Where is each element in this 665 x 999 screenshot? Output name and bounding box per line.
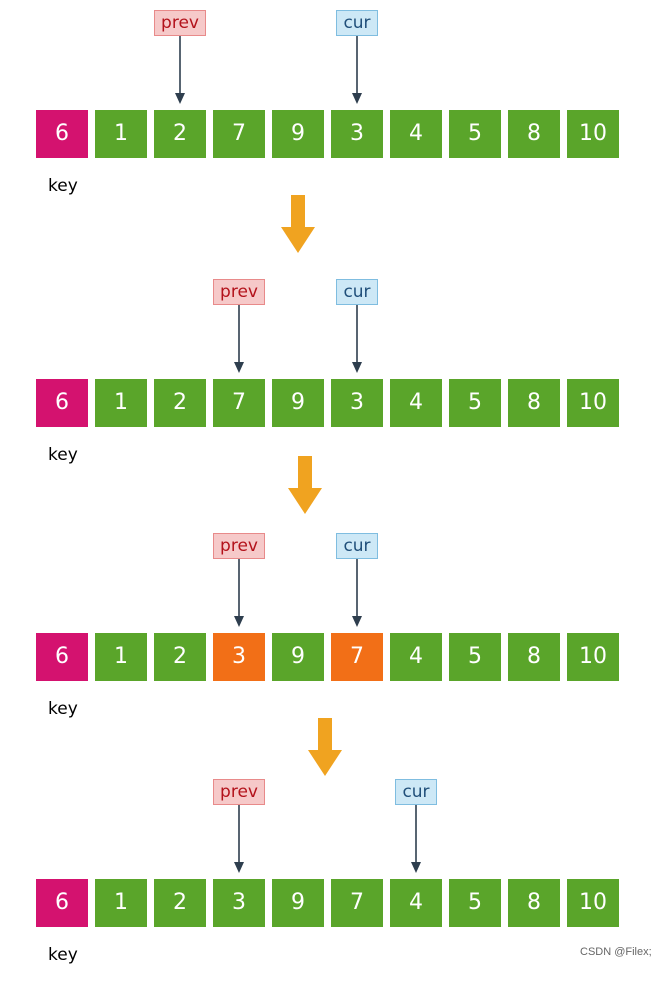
- array-cell: 2: [154, 110, 206, 158]
- cur-pointer-arrow: [352, 559, 362, 627]
- cur-pointer-label: cur: [395, 779, 437, 805]
- cur-pointer-label: cur: [336, 533, 378, 559]
- array-cell: 9: [272, 633, 324, 681]
- prev-pointer-arrow: [175, 36, 185, 104]
- prev-pointer-arrow: [234, 805, 244, 873]
- cur-pointer-label: cur: [336, 279, 378, 305]
- transition-arrow-icon: [308, 718, 342, 776]
- array-cell: 7: [331, 879, 383, 927]
- key-label: key: [48, 699, 78, 719]
- array-cell: 10: [567, 379, 619, 427]
- watermark: CSDN @Filex;: [580, 946, 652, 958]
- prev-pointer-label: prev: [213, 779, 265, 805]
- array-cell: 10: [567, 110, 619, 158]
- cur-pointer-arrow: [411, 805, 421, 873]
- array-cell: 5: [449, 110, 501, 158]
- cur-pointer-arrow: [352, 36, 362, 104]
- prev-pointer-arrow: [234, 559, 244, 627]
- array-cell: 8: [508, 379, 560, 427]
- key-cell: 6: [36, 379, 88, 427]
- transition-arrow-icon: [281, 195, 315, 253]
- prev-pointer-arrow: [234, 305, 244, 373]
- array-cell: 5: [449, 633, 501, 681]
- array-cell: 4: [390, 110, 442, 158]
- array-cell: 8: [508, 110, 560, 158]
- key-cell: 6: [36, 879, 88, 927]
- key-label: key: [48, 176, 78, 196]
- array-cell: 2: [154, 379, 206, 427]
- array-cell: 5: [449, 879, 501, 927]
- array-cell: 1: [95, 879, 147, 927]
- prev-pointer-label: prev: [213, 279, 265, 305]
- array-cell: 9: [272, 379, 324, 427]
- key-label: key: [48, 945, 78, 965]
- array-cell: 3: [213, 879, 265, 927]
- array-cell: 3: [331, 379, 383, 427]
- array-cell: 2: [154, 879, 206, 927]
- array-cell: 7: [213, 110, 265, 158]
- prev-pointer-label: prev: [213, 533, 265, 559]
- array-cell: 2: [154, 633, 206, 681]
- array-cell: 4: [390, 879, 442, 927]
- array-cell: 8: [508, 879, 560, 927]
- array-cell: 4: [390, 379, 442, 427]
- array-cell: 10: [567, 879, 619, 927]
- array-cell: 5: [449, 379, 501, 427]
- array-cell: 4: [390, 633, 442, 681]
- array-cell: 8: [508, 633, 560, 681]
- transition-arrow-icon: [288, 456, 322, 514]
- swapped-cell: 3: [213, 633, 265, 681]
- array-cell: 1: [95, 110, 147, 158]
- cur-pointer-arrow: [352, 305, 362, 373]
- array-cell: 1: [95, 633, 147, 681]
- array-cell: 3: [331, 110, 383, 158]
- key-label: key: [48, 445, 78, 465]
- swapped-cell: 7: [331, 633, 383, 681]
- quick-sort-partition-diagram: { "colors": { "key": "#d4126f", "normal"…: [0, 10, 665, 965]
- array-cell: 10: [567, 633, 619, 681]
- key-cell: 6: [36, 110, 88, 158]
- array-cell: 1: [95, 379, 147, 427]
- cur-pointer-label: cur: [336, 10, 378, 36]
- key-cell: 6: [36, 633, 88, 681]
- array-cell: 9: [272, 879, 324, 927]
- array-cell: 7: [213, 379, 265, 427]
- array-cell: 9: [272, 110, 324, 158]
- prev-pointer-label: prev: [154, 10, 206, 36]
